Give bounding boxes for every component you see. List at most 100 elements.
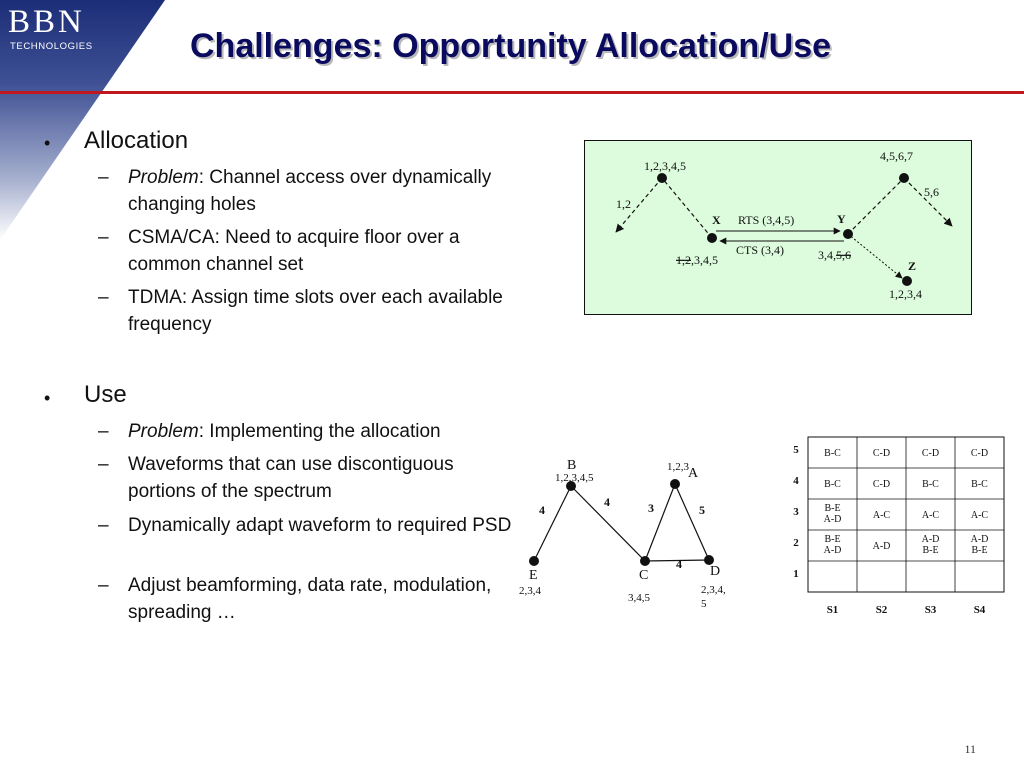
bullet-dot: • (44, 388, 51, 408)
edge-a-d-weight: 5 (699, 503, 705, 517)
grid-cell-text: C-D (873, 479, 890, 490)
grid-cell-text: C-D (873, 448, 890, 459)
rts-cts-diagram: 1,2,3,4,5 1,2 X RTS (3,4,5) Y CTS (3,4) … (584, 140, 972, 315)
node-e (529, 556, 539, 566)
allocation-item: TDMA: Assign time slots over each availa… (128, 287, 503, 335)
logo-technologies: TECHNOLOGIES (10, 41, 93, 52)
node-d-set: 2,3,4, (701, 584, 726, 596)
edge-c-a-weight: 3 (648, 501, 654, 515)
grid-cell-text: B-C (824, 448, 841, 459)
allocation-heading: Allocation (84, 127, 189, 154)
use-item: Waveforms that can use discontiguous por… (128, 454, 454, 502)
label-z-node: Z (908, 259, 916, 273)
edge-a-d (674, 483, 710, 561)
node-b-set: 1,2,3,4,5 (555, 472, 594, 484)
node-z (902, 276, 912, 286)
corner-decoration (0, 0, 165, 240)
link-x-top (661, 177, 713, 239)
grid-cell-text: C-D (971, 448, 988, 459)
grid-cell-text: B-E (824, 534, 840, 545)
node-top-right (899, 173, 909, 183)
grid-cell-text: A-D (824, 545, 842, 556)
node-b (566, 481, 576, 491)
allocation-item: Problem: Channel access over dynamically… (128, 167, 492, 215)
node-e-set: 2,3,4 (519, 585, 542, 597)
label-x-node: X (712, 213, 721, 227)
link-top-left (615, 177, 663, 233)
row-label: 1 (793, 568, 799, 580)
node-x (707, 233, 717, 243)
edge-b-c-weight: 4 (604, 495, 610, 509)
label-top-left-set: 1,2,3,4,5 (644, 159, 686, 173)
row-label: 3 (793, 506, 799, 518)
slide-title: Challenges: Opportunity Allocation/Use (190, 27, 832, 65)
use-item: Problem: Implementing the allocation (128, 421, 441, 442)
grid-cell-text: A-C (873, 510, 891, 521)
edge-c-d (644, 559, 710, 562)
node-c-set: 3,4,5 (628, 592, 651, 604)
edge-e-b (533, 485, 572, 562)
title-divider (0, 91, 1024, 94)
allocation-item: CSMA/CA: Need to acquire floor over a co… (128, 227, 460, 275)
grid-cell-text: A-D (873, 541, 891, 552)
grid-cell-text: B-C (922, 479, 939, 490)
edge-c-d-weight: 4 (676, 557, 682, 571)
label-right-set: 5,6 (924, 185, 939, 199)
node-e-name: E (529, 568, 538, 583)
label-x-set: 1,2,3,4,5 (676, 253, 718, 267)
node-c (640, 556, 650, 566)
label-y-set: 3,4,5,6 (818, 248, 851, 262)
page-number: 11 (964, 742, 976, 756)
column-label: S3 (925, 604, 937, 616)
node-a-name: A (688, 466, 699, 481)
dash-marker: – (98, 515, 109, 536)
use-item: Adjust beamforming, data rate, modulatio… (128, 575, 492, 623)
node-d (704, 555, 714, 565)
column-label: S2 (876, 604, 888, 616)
network-graph: B A E C D 1,2,3,4,5 1,2,3 2,3,4 3,4,5 2,… (519, 458, 726, 610)
dash-marker: – (98, 454, 109, 475)
label-top-right-set: 4,5,6,7 (880, 149, 913, 163)
dash-marker: – (98, 227, 109, 248)
logo-bbn: BBN (8, 4, 85, 40)
grid-cell-text: B-C (824, 479, 841, 490)
grid-cell-text: B-E (971, 545, 987, 556)
grid-cell-text: B-C (971, 479, 988, 490)
grid-cell-text: A-C (922, 510, 940, 521)
node-a-set: 1,2,3 (667, 461, 690, 473)
edge-c-a (644, 483, 676, 562)
row-label: 2 (793, 537, 799, 549)
grid-cell-text: C-D (922, 448, 939, 459)
node-d-name: D (710, 564, 720, 579)
grid-cell-text: A-C (971, 510, 989, 521)
label-cts: CTS (3,4) (736, 243, 784, 257)
label-z-set: 1,2,3,4 (889, 287, 922, 301)
node-c-name: C (639, 568, 648, 583)
label-rts: RTS (3,4,5) (738, 213, 794, 227)
grid-cell-text: B-E (824, 503, 840, 514)
edge-e-b-weight: 4 (539, 503, 545, 517)
slot-schedule-grid: 5 4 3 2 1S1 S2 S3 S4 B-C C-D C-D C-D B-C C-D B-C B-C B-E… (793, 436, 1005, 616)
dash-marker: – (98, 421, 109, 442)
label-y-node: Y (837, 212, 846, 226)
label-left-set: 1,2 (616, 197, 631, 211)
edge-b-c (570, 485, 646, 562)
bullet-dot: • (44, 133, 51, 153)
dash-marker: – (98, 167, 109, 188)
use-item: Dynamically adapt waveform to required P… (128, 515, 512, 536)
node-a (670, 479, 680, 489)
row-label: 5 (793, 444, 799, 456)
node-b-name: B (567, 458, 576, 473)
column-label: S1 (827, 604, 839, 616)
grid-cell-text: B-E (922, 545, 938, 556)
row-label: 4 (793, 475, 799, 487)
grid-cell-text: A-D (971, 534, 989, 545)
use-heading: Use (84, 381, 127, 408)
dash-marker: – (98, 287, 109, 308)
grid-cell-text: A-D (824, 514, 842, 525)
node-d-set-cont: 5 (701, 598, 707, 610)
dash-marker: – (98, 575, 109, 596)
column-label: S4 (974, 604, 986, 616)
node-y (843, 229, 853, 239)
node-top-left (657, 173, 667, 183)
